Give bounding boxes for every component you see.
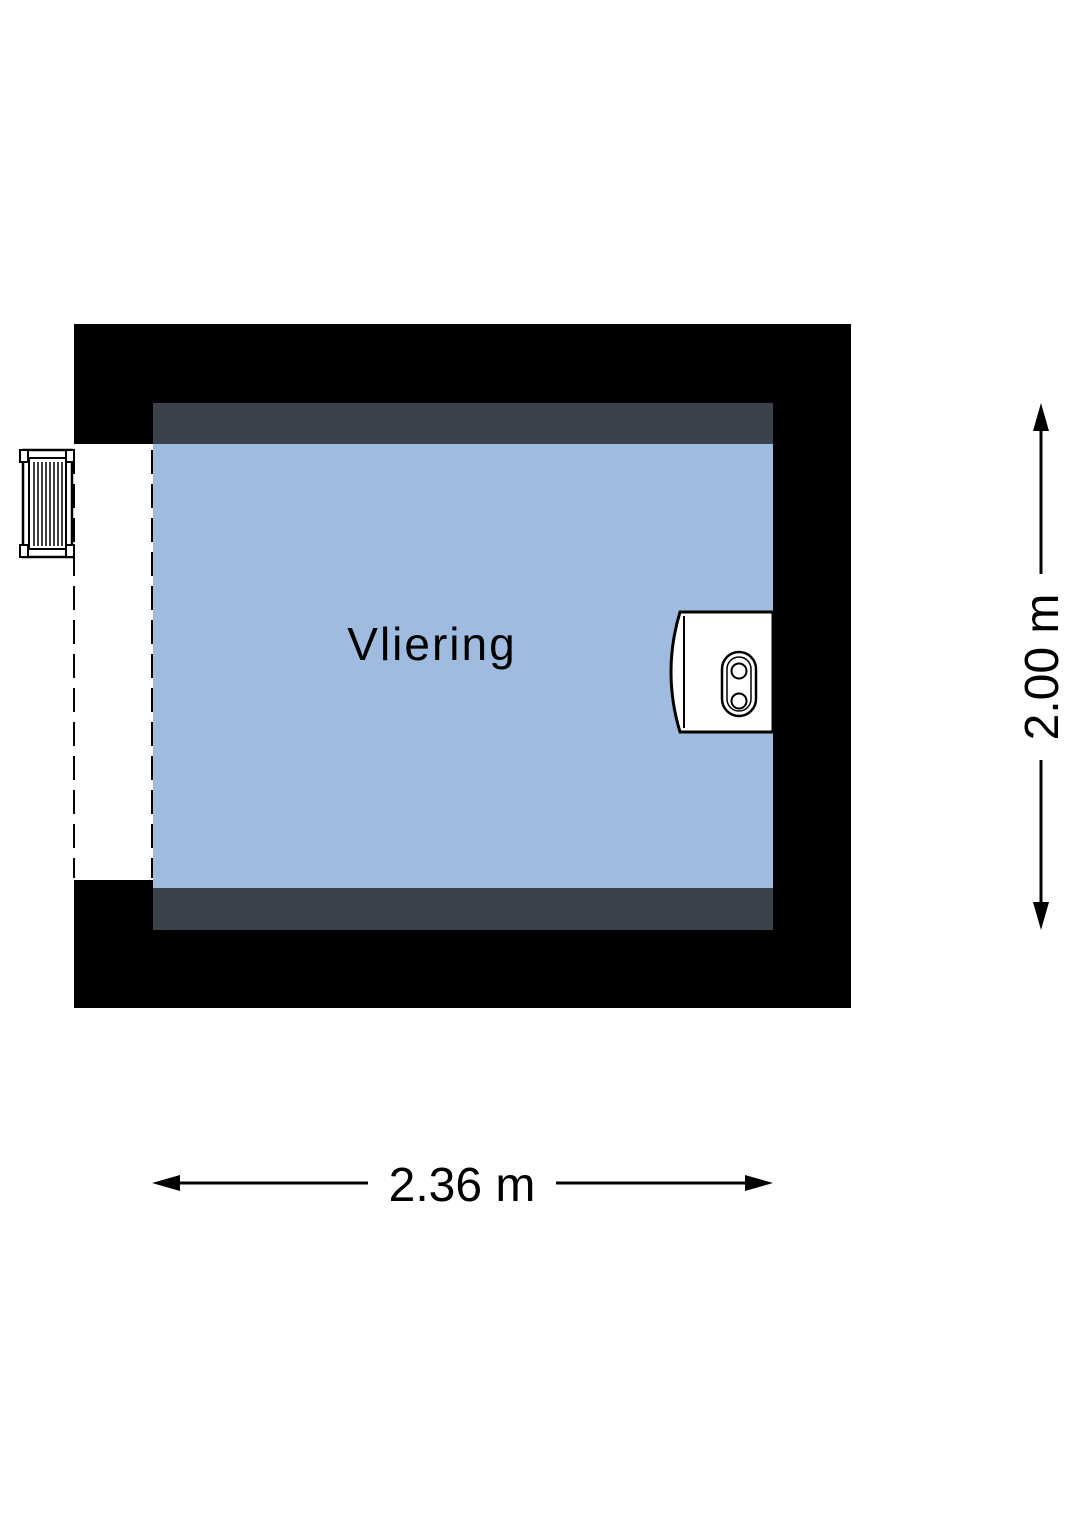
width-dimension-label: 2.36 m: [389, 1159, 536, 1212]
ladder-icon: [19, 448, 75, 559]
height-dimension-line: [1033, 403, 1049, 930]
width-dimension-line: [152, 1175, 773, 1191]
sloped-ceiling-top: [153, 403, 773, 444]
room-label: Vliering: [347, 618, 516, 670]
height-dimension-label: 2.00 m: [1016, 594, 1069, 741]
stair-opening: [74, 444, 153, 880]
boiler-icon: [669, 610, 775, 734]
sloped-ceiling-bottom: [153, 888, 773, 930]
